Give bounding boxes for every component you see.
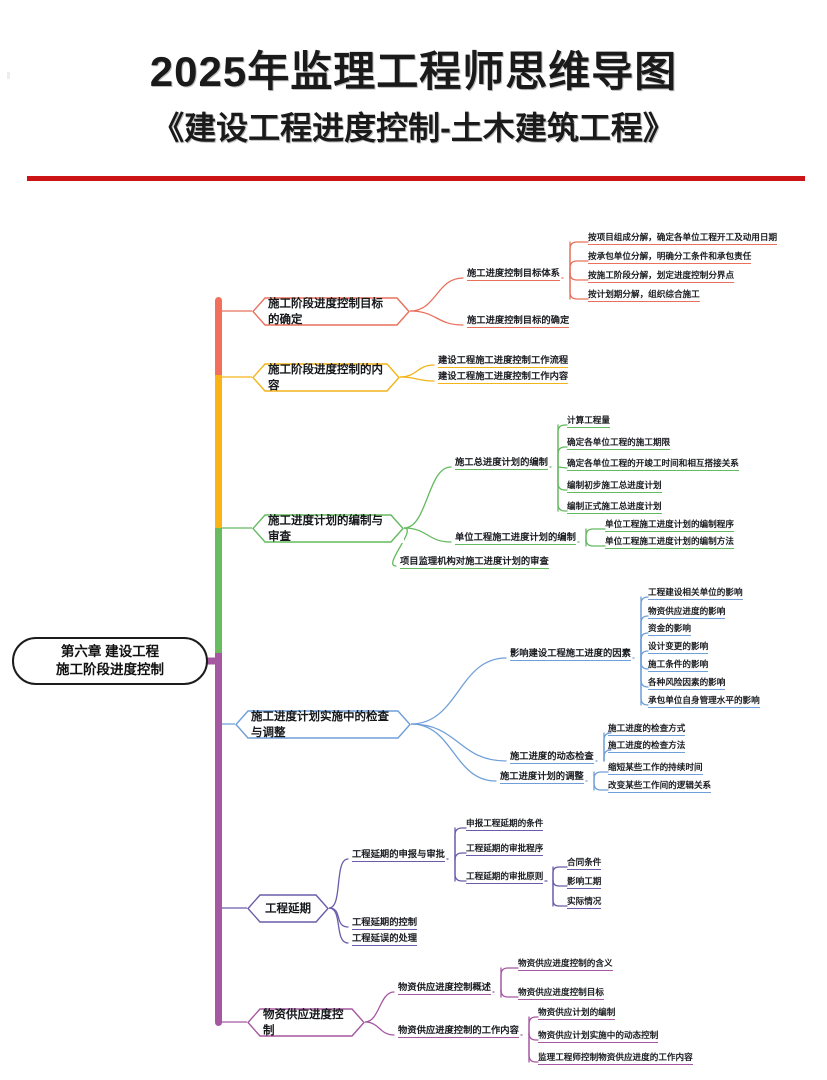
node-l3-b4-1-2[interactable]: 物资供应进度的影响 [648, 607, 726, 619]
hex-outline [252, 362, 400, 392]
branch-label: 施工阶段进度控制的内容 [268, 364, 383, 392]
node-l3-b5-1-2[interactable]: 工程延期的审批程序 [466, 844, 544, 856]
node-l2-b2-2[interactable]: 建设工程施工进度控制工作内容 [438, 371, 569, 385]
node-l2-b3-1[interactable]: 施工总进度计划的编制 [455, 457, 548, 471]
node-l3-b5-1-3[interactable]: 工程延期的审批原则 [466, 872, 544, 884]
node-l4-b5-3[interactable]: 实际情况 [567, 897, 602, 909]
branch-node-4[interactable]: 施工进度计划实施中的检查与调整 [235, 709, 411, 739]
root-line2: 施工阶段进度控制 [56, 662, 164, 677]
node-l2-b5-1[interactable]: 工程延期的申报与审批 [352, 849, 445, 863]
node-l3-b3-1-4[interactable]: 编制初步施工总进度计划 [567, 481, 662, 493]
branch-label: 物资供应进度控制 [263, 1009, 344, 1037]
title-divider [27, 176, 805, 181]
trunk-segment [214, 300, 222, 375]
branch-label: 施工进度计划实施中的检查与调整 [251, 711, 389, 739]
node-l4-b5-2[interactable]: 影响工期 [567, 877, 602, 889]
hex-outline [235, 709, 411, 739]
node-l3-b4-1-5[interactable]: 施工条件的影响 [648, 660, 709, 672]
hex-outline [252, 513, 404, 543]
node-l3-b5-1-1[interactable]: 申报工程延期的条件 [466, 819, 544, 831]
node-l3-b4-2-2[interactable]: 施工进度的检查方法 [608, 741, 686, 753]
hex-outline [247, 1007, 365, 1037]
node-l2-b6-1[interactable]: 物资供应进度控制概述 [398, 982, 491, 996]
node-l4-b5-1[interactable]: 合同条件 [567, 858, 602, 870]
node-l3-b4-1-1[interactable]: 工程建设相关单位的影响 [648, 588, 743, 600]
branch-node-3[interactable]: 施工进度计划的编制与审查 [252, 513, 404, 543]
node-l2-b6-2[interactable]: 物资供应进度控制的工作内容 [398, 1025, 519, 1039]
trunk-cap [214, 1019, 222, 1026]
node-l3-b3-1-1[interactable]: 计算工程量 [567, 416, 610, 428]
trunk-segment [214, 653, 222, 1022]
branch-label: 工程延期 [265, 903, 311, 915]
node-l3-b3-2-2[interactable]: 单位工程施工进度计划的编制方法 [605, 537, 734, 549]
branch-label: 施工进度计划的编制与审查 [268, 515, 383, 543]
node-l3-b4-3-1[interactable]: 缩短某些工作的持续时间 [608, 763, 703, 775]
header: 2025年监理工程师思维导图 《建设工程进度控制-土木建筑工程》 [0, 0, 827, 181]
node-l3-b6-2-3[interactable]: 监理工程师控制物资供应进度的工作内容 [538, 1053, 693, 1065]
hex-outline [252, 296, 410, 326]
root-node[interactable]: 第六章 建设工程 施工阶段进度控制 [12, 637, 208, 685]
branch-node-1[interactable]: 施工阶段进度控制目标的确定 [252, 296, 410, 326]
node-l2-b4-1[interactable]: 影响建设工程施工进度的因素 [510, 648, 631, 662]
hex-outline [247, 893, 329, 923]
node-l3-b3-1-2[interactable]: 确定各单位工程的施工期限 [567, 438, 671, 450]
node-l3-b4-1-3[interactable]: 资金的影响 [648, 624, 691, 636]
node-l3-b6-1-1[interactable]: 物资供应进度控制的含义 [518, 959, 613, 971]
node-l3-b4-1-6[interactable]: 各种风险因素的影响 [648, 678, 726, 690]
node-l3-b3-1-5[interactable]: 编制正式施工总进度计划 [567, 502, 662, 514]
node-l3-b4-1-7[interactable]: 承包单位自身管理水平的影响 [648, 696, 760, 708]
node-l2-b1-2[interactable]: 施工进度控制目标的确定 [467, 315, 570, 329]
trunk-cap [214, 297, 222, 304]
trunk-segment [214, 375, 222, 528]
node-l3-b3-2-1[interactable]: 单位工程施工进度计划的编制程序 [605, 520, 734, 532]
branch-node-5[interactable]: 工程延期 [247, 893, 329, 923]
page-speck [7, 72, 10, 79]
node-l3-b3-1-3[interactable]: 确定各单位工程的开竣工时间和相互搭接关系 [567, 459, 739, 471]
node-l3-b4-1-4[interactable]: 设计变更的影响 [648, 642, 709, 654]
node-l3-b6-2-1[interactable]: 物资供应计划的编制 [538, 1008, 616, 1020]
node-l2-b2-1[interactable]: 建设工程施工进度控制工作流程 [438, 355, 569, 369]
node-l2-b5-2[interactable]: 工程延期的控制 [352, 917, 418, 931]
node-l2-b4-3[interactable]: 施工进度计划的调整 [500, 771, 584, 785]
node-l3-b6-1-2[interactable]: 物资供应进度控制目标 [518, 988, 604, 1000]
branch-label: 施工阶段进度控制目标的确定 [268, 298, 383, 326]
page-title: 2025年监理工程师思维导图 [149, 48, 678, 95]
node-l3-b1-1-1[interactable]: 按项目组成分解，确定各单位工程开工及动用日期 [588, 233, 778, 245]
node-l2-b3-2[interactable]: 单位工程施工进度计划的编制 [455, 532, 576, 546]
node-l3-b1-1-3[interactable]: 按施工阶段分解，划定进度控制分界点 [588, 271, 735, 283]
node-l2-b1-1[interactable]: 施工进度控制目标体系 [467, 268, 560, 282]
branch-node-6[interactable]: 物资供应进度控制 [247, 1007, 365, 1037]
node-l3-b1-1-4[interactable]: 按计划期分解，组织综合施工 [588, 290, 700, 302]
node-l3-b4-3-2[interactable]: 改变某些工作间的逻辑关系 [608, 781, 712, 793]
node-l3-b1-1-2[interactable]: 按承包单位分解，明确分工条件和承包责任 [588, 252, 752, 264]
node-l2-b4-2[interactable]: 施工进度的动态检查 [510, 751, 594, 765]
node-l3-b6-2-2[interactable]: 物资供应计划实施中的动态控制 [538, 1031, 659, 1043]
root-line1: 第六章 建设工程 [60, 643, 160, 659]
trunk-segment [214, 528, 222, 653]
node-l2-b5-3[interactable]: 工程延误的处理 [352, 933, 418, 947]
node-l2-b3-3[interactable]: 项目监理机构对施工进度计划的审查 [400, 556, 549, 570]
branch-node-2[interactable]: 施工阶段进度控制的内容 [252, 362, 400, 392]
node-l3-b4-2-1[interactable]: 施工进度的检查方式 [608, 724, 686, 736]
page-subtitle: 《建设工程进度控制-土木建筑工程》 [152, 110, 675, 146]
